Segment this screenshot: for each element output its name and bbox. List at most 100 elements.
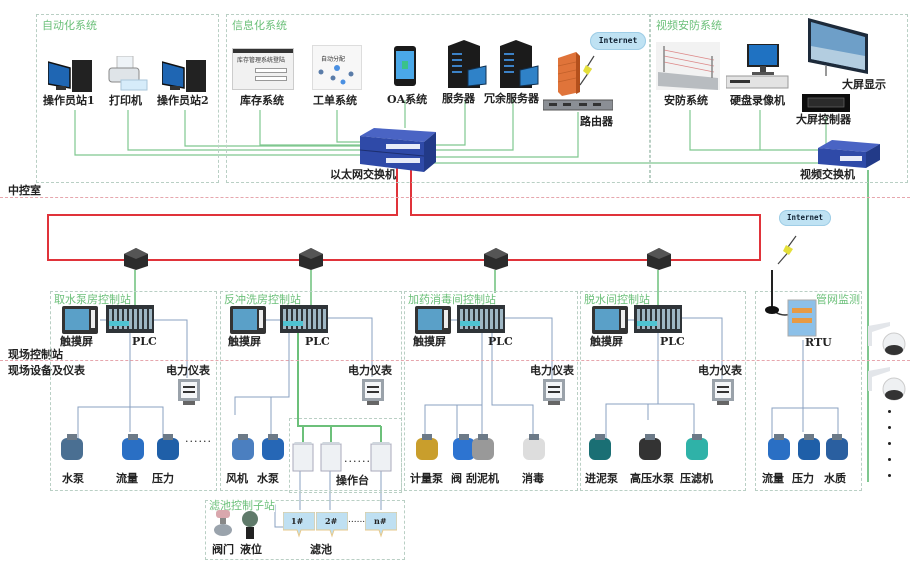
group-title: 信息化系统 bbox=[232, 19, 287, 32]
ring-switch-icon bbox=[647, 248, 671, 270]
substation-title: 滤池控制子站 bbox=[209, 499, 275, 512]
zone-label-field-station: 现场控制站 bbox=[8, 348, 63, 361]
ellipsis-dot bbox=[888, 442, 891, 445]
device-label: 压滤机 bbox=[680, 472, 713, 485]
device-label: 阀 bbox=[451, 472, 462, 485]
flowmeter-icon bbox=[122, 434, 144, 460]
workstation-icon bbox=[162, 60, 206, 92]
filter-tank-icon bbox=[283, 512, 315, 538]
label-filter-tanks: 滤池 bbox=[310, 543, 332, 556]
label-oa-system: OA系统 bbox=[387, 93, 428, 106]
screw-pump-icon bbox=[589, 434, 611, 460]
console-links bbox=[297, 333, 382, 442]
valve-icon bbox=[453, 434, 475, 460]
filter-tank-icon bbox=[316, 512, 348, 538]
firewall-icon bbox=[557, 52, 580, 96]
zone-divider-central bbox=[0, 197, 910, 198]
smartphone-icon bbox=[394, 46, 416, 86]
touch-screen-hmi-icon bbox=[62, 306, 98, 334]
workstation-icon bbox=[48, 60, 92, 92]
group-automation: 自动化系统 bbox=[36, 14, 219, 183]
disinfection-cabinet-icon bbox=[523, 434, 545, 460]
workorder-screen-icon: 自动分配 bbox=[312, 45, 362, 90]
plc-meter-4 bbox=[680, 317, 723, 385]
internet-label: Internet bbox=[786, 213, 824, 222]
ethernet-switch-icon bbox=[360, 128, 436, 172]
rtu-icon bbox=[787, 299, 817, 337]
touch-screen-hmi-icon bbox=[230, 306, 266, 334]
console-area bbox=[289, 418, 402, 493]
label-ethernet-switch: 以太网交换机 bbox=[330, 168, 396, 181]
group-information: 信息化系统 bbox=[226, 14, 650, 183]
label-redundant-server: 冗余服务器 bbox=[484, 92, 539, 105]
label-power-meter: 电力仪表 bbox=[348, 364, 392, 377]
device-label: 压力 bbox=[152, 472, 174, 485]
plc-icon bbox=[280, 305, 328, 333]
label-router: 路由器 bbox=[580, 115, 613, 128]
link-workorder bbox=[336, 110, 370, 143]
station-dewatering: 脱水间控制站 bbox=[580, 291, 746, 491]
label-plc: PLC bbox=[305, 335, 330, 348]
bus-4c bbox=[658, 403, 695, 440]
device-label: 高压水泵 bbox=[630, 472, 674, 485]
console-ellipsis: ...... bbox=[344, 452, 371, 465]
internet-label: Internet bbox=[598, 36, 638, 45]
link-redundant-server bbox=[430, 100, 514, 151]
devices-ellipsis: ...... bbox=[185, 432, 212, 445]
station-title: 管网监测 bbox=[816, 293, 860, 306]
plc-bus-3 bbox=[424, 333, 483, 445]
tank-label: n# bbox=[374, 516, 387, 526]
station-backwash: 反冲洗房控制站 bbox=[220, 291, 402, 491]
video-switch-icon bbox=[818, 140, 880, 168]
filter-substation: 滤池控制子站 bbox=[205, 499, 405, 560]
workorder-screen-text: 自动分配 bbox=[321, 56, 346, 63]
label-operator-station-1: 操作员站1 bbox=[43, 94, 95, 107]
device-label: 进泥泵 bbox=[585, 472, 618, 485]
group-title: 视频安防系统 bbox=[656, 19, 722, 32]
power-meter-icon bbox=[712, 379, 734, 405]
device-label: 压力 bbox=[792, 472, 814, 485]
inventory-screen-icon: 库存管理系统登陆 bbox=[232, 48, 294, 90]
device-label: 水泵 bbox=[62, 472, 84, 485]
pump-icon bbox=[61, 434, 83, 460]
label-inventory-system: 库存系统 bbox=[240, 94, 284, 107]
router-icon bbox=[543, 99, 613, 111]
link-inventory bbox=[259, 110, 370, 146]
label-valve: 阀门 bbox=[212, 543, 234, 556]
power-meter-icon bbox=[178, 379, 200, 405]
group-title: 自动化系统 bbox=[42, 19, 97, 32]
ptz-camera-icon bbox=[868, 322, 906, 356]
ptz-camera-icon bbox=[868, 367, 906, 401]
operator-console-icon bbox=[320, 442, 342, 472]
flowmeter-icon bbox=[768, 434, 790, 460]
label-plc: PLC bbox=[660, 335, 685, 348]
label-large-display: 大屏显示 bbox=[842, 78, 886, 91]
device-label: 消毒 bbox=[522, 472, 544, 485]
device-label: 计量泵 bbox=[410, 472, 443, 485]
server-icon bbox=[500, 40, 539, 88]
label-hmi: 触摸屏 bbox=[60, 335, 93, 348]
touch-screen-hmi-icon bbox=[592, 306, 628, 334]
dvr-icon bbox=[726, 44, 789, 89]
device-label: 流量 bbox=[116, 472, 138, 485]
plc-bus-4 bbox=[605, 333, 659, 450]
ellipsis-dot bbox=[888, 426, 891, 429]
wireless-link-icon bbox=[579, 55, 595, 86]
device-label: 水泵 bbox=[257, 472, 279, 485]
level-sensor-icon bbox=[242, 511, 258, 539]
device-label: 流量 bbox=[762, 472, 784, 485]
label-hmi: 触摸屏 bbox=[228, 335, 261, 348]
water-quality-meter-icon bbox=[826, 434, 848, 460]
wireless-link-icon bbox=[777, 235, 797, 265]
plc-icon bbox=[457, 305, 505, 333]
label-video-switch: 视频交换机 bbox=[800, 168, 855, 181]
label-operator-station-2: 操作员站2 bbox=[157, 94, 209, 107]
plc-icon bbox=[634, 305, 682, 333]
ring-line bbox=[47, 168, 761, 261]
ellipsis-dot bbox=[888, 458, 891, 461]
link-security bbox=[689, 110, 825, 151]
plc-meter-1 bbox=[152, 319, 188, 378]
station-title: 加药消毒间控制站 bbox=[408, 293, 496, 306]
pressure-transmitter-icon bbox=[157, 434, 179, 460]
